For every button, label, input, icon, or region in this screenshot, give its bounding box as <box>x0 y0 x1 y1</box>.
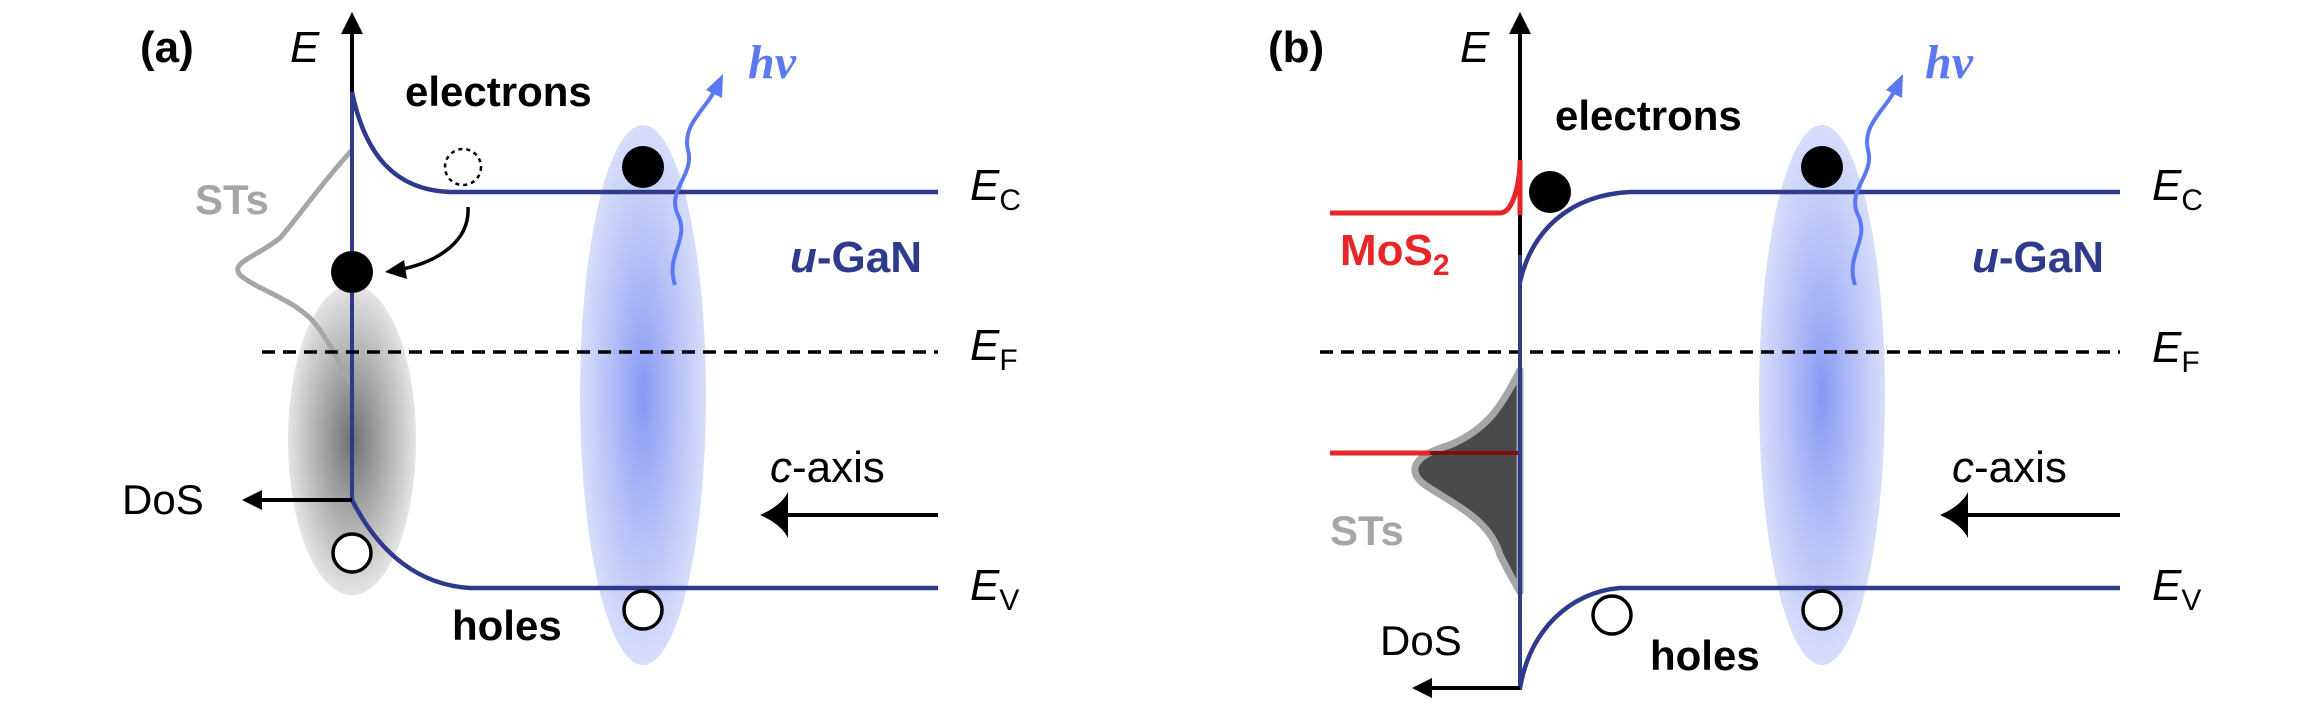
surface-states-label: STs <box>1330 507 1404 554</box>
c-axis-arrowhead <box>760 492 788 538</box>
valence-hole <box>1801 589 1843 631</box>
ec-label: EC <box>970 161 1021 217</box>
dos-arrowhead <box>1412 678 1432 698</box>
valence-band <box>1517 585 2120 689</box>
mos2-main: MoS <box>1340 226 1433 275</box>
ev-main: E <box>2152 561 2182 610</box>
energy-axis-arrowhead <box>341 12 363 34</box>
material-suffix: -GaN <box>1999 233 2104 282</box>
surface-state-dos-lobe <box>1411 366 1524 596</box>
photon-label: hν <box>1925 36 1974 89</box>
c-axis-prefix: c <box>770 443 792 492</box>
ef-sub: F <box>2181 346 2199 379</box>
material-suffix: -GaN <box>817 233 922 282</box>
material-prefix: u <box>1972 233 1999 282</box>
mos2-sub: 2 <box>1433 249 1450 282</box>
ev-label: EV <box>970 561 1019 617</box>
electrons-label: electrons <box>405 68 592 115</box>
c-axis-suffix: -axis <box>1974 443 2067 492</box>
holes-label: holes <box>1650 632 1760 679</box>
ec-label: EC <box>2152 161 2203 217</box>
ec-sub: C <box>999 184 1021 217</box>
ef-label: EF <box>2152 323 2200 379</box>
panel-a: (a) E electrons STs holes hν u-GaN EC EF… <box>122 12 1021 665</box>
photon-arrowhead <box>1886 74 1903 98</box>
conduction-band <box>1517 189 2120 283</box>
c-axis-arrowhead <box>1940 492 1968 538</box>
panel-a-label: (a) <box>140 23 194 72</box>
energy-axis-label: E <box>1460 23 1490 72</box>
surface-hole <box>331 532 373 574</box>
ec-main: E <box>970 161 1000 210</box>
ef-label: EF <box>970 321 1018 377</box>
dos-label: DoS <box>122 476 204 523</box>
photon-squiggle <box>1850 89 1897 286</box>
ev-sub: V <box>2181 584 2201 617</box>
interface-hole <box>1591 594 1633 636</box>
interface-electron <box>1529 171 1571 213</box>
ev-sub: V <box>999 584 1019 617</box>
emission-region <box>1759 125 1885 665</box>
material-label: u-GaN <box>1972 233 2104 282</box>
valence-hole <box>622 589 664 631</box>
capture-arrow <box>397 206 470 272</box>
material-label: u-GaN <box>790 233 922 282</box>
ec-sub: C <box>2181 184 2203 217</box>
ev-label: EV <box>2152 561 2201 617</box>
material-prefix: u <box>790 233 817 282</box>
surface-state-dos-curve <box>235 148 355 387</box>
c-axis-label: c-axis <box>1952 443 2067 492</box>
capture-arrowhead <box>385 260 407 279</box>
photon-squiggle <box>670 89 717 286</box>
conduction-electron <box>1801 146 1843 188</box>
dos-arrowhead <box>242 490 262 510</box>
photon-arrowhead <box>706 74 723 98</box>
energy-axis-label: E <box>290 23 320 72</box>
ev-main: E <box>970 561 1000 610</box>
holes-label: holes <box>452 602 562 649</box>
emission-region <box>580 125 706 665</box>
c-axis-suffix: -axis <box>792 443 885 492</box>
empty-state-dotted <box>443 147 483 187</box>
c-axis-prefix: c <box>1952 443 1974 492</box>
valence-band <box>349 498 938 591</box>
electrons-label: electrons <box>1555 92 1742 139</box>
ec-main: E <box>2152 161 2182 210</box>
dos-label: DoS <box>1380 617 1462 664</box>
conduction-electron <box>622 146 664 188</box>
panel-b-label: (b) <box>1268 23 1324 72</box>
mos2-label: MoS2 <box>1340 226 1450 282</box>
mos2-conduction-band <box>1330 164 1523 216</box>
trapped-electron <box>331 251 373 293</box>
surface-states-label: STs <box>195 176 269 223</box>
energy-axis-arrowhead <box>1509 12 1531 34</box>
ef-sub: F <box>999 344 1017 377</box>
conduction-band <box>349 91 938 195</box>
c-axis-label: c-axis <box>770 443 885 492</box>
panel-b: (b) E electrons STs holes hν MoS2 u-GaN … <box>1268 12 2203 698</box>
ef-main: E <box>970 321 1000 370</box>
ef-main: E <box>2152 323 2182 372</box>
photon-label: hν <box>748 36 797 89</box>
